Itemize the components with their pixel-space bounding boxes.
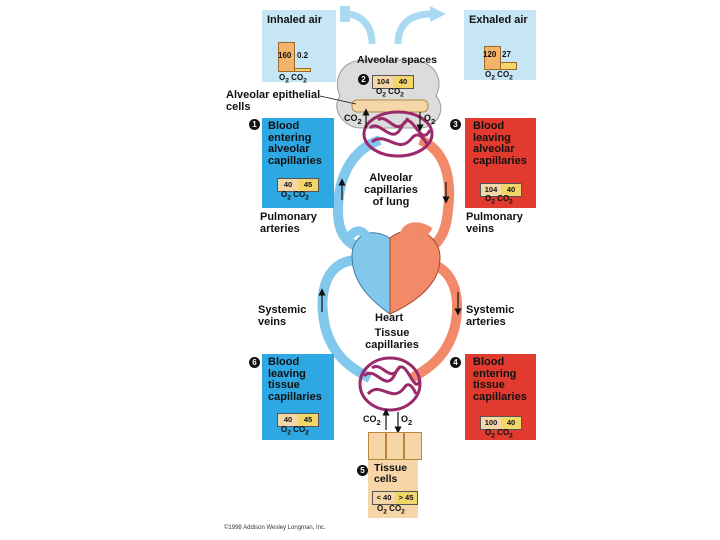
alveolar-capillary-mesh <box>368 117 432 147</box>
box3-gas-labels: O2 CO2 <box>485 194 513 206</box>
systemic-artery-vessel <box>409 257 463 383</box>
alveolar-epithelial-cells <box>351 99 429 113</box>
step-3-badge: 3 <box>450 119 461 130</box>
pulmonary-arteries-label: Pulmonary arteries <box>260 211 317 235</box>
alveolar-capillaries-label: Alveolar capillaries of lung <box>364 172 418 208</box>
tissue-capillary-mesh <box>362 364 422 396</box>
airflow-arrow-head <box>430 6 446 22</box>
box4-title: Blood entering tissue capillaries <box>473 356 527 403</box>
tissue-cells-gas-values: < 40> 45 <box>372 491 418 505</box>
pulmonary-vein-vessel <box>417 135 455 257</box>
step-2-badge: 2 <box>358 74 369 85</box>
pulmonary-veins-label: Pulmonary veins <box>466 211 523 235</box>
step-5-badge: 5 <box>357 465 368 476</box>
alveolar-epithelial-cells-label: Alveolar epithelial cells <box>226 89 321 113</box>
box4-gas-labels: O2 CO2 <box>485 428 513 440</box>
step-1-badge: 1 <box>249 119 260 130</box>
alveolar-o2-label: O2 <box>424 113 436 126</box>
copyright-notice: ©1998 Addison Wesley Longman, Inc. <box>224 525 326 531</box>
heart-left-side <box>389 229 441 315</box>
tissue-cells-gas-labels: O2 CO2 <box>377 504 405 516</box>
alveolar-capillary-bed <box>362 110 434 158</box>
step-6-badge: 6 <box>249 357 260 368</box>
box6-gas-labels: O2 CO2 <box>281 425 309 437</box>
tissue-co2-label: CO2 <box>363 414 381 427</box>
heart-right-side <box>351 232 391 315</box>
inhaled-o2-bar <box>278 42 295 72</box>
tissue-capillary-bed <box>358 356 422 412</box>
alveolar-co2-label: CO2 <box>344 113 362 126</box>
exhaled-co2-value: 27 <box>502 50 511 59</box>
inhaled-co2-value: 0.2 <box>297 51 309 60</box>
alveolar-gas-labels: O2 CO2 <box>376 87 404 99</box>
inhaled-gas-labels: O2 CO2 <box>279 73 307 85</box>
airflow-arrow-tail <box>340 6 350 22</box>
tissue-cells-title: Tissue cells <box>374 462 408 485</box>
tissue-cell-1 <box>368 432 386 460</box>
systemic-veins-label: Systemic veins <box>258 304 307 328</box>
exhaled-co2-bar <box>500 62 517 70</box>
airflow-arrow-out <box>394 10 433 45</box>
box3-title: Blood leaving alveolar capillaries <box>473 120 527 167</box>
box1-gas-labels: O2 CO2 <box>281 190 309 202</box>
vena-cava <box>346 226 375 248</box>
exhaled-air-title: Exhaled air <box>469 14 528 26</box>
systemic-arteries-label: Systemic arteries <box>466 304 515 328</box>
heart-label: Heart <box>375 312 404 324</box>
pulmonary-artery-vessel <box>332 135 382 253</box>
exhaled-air-panel: Exhaled air 120 27 O2 CO2 <box>464 10 536 82</box>
systemic-vein-vessel <box>317 255 373 383</box>
aorta-arch <box>398 222 433 247</box>
tissue-cell-3 <box>404 432 422 460</box>
epithelial-leader-line <box>319 95 357 105</box>
tissue-cell-2 <box>386 432 404 460</box>
exhaled-o2-value: 120 <box>483 50 497 59</box>
step-4-badge: 4 <box>450 357 461 368</box>
inhaled-air-panel: Inhaled air 160 0.2 O2 CO2 <box>262 10 336 85</box>
tissue-capillaries-label: Tissue capillaries <box>365 327 419 351</box>
tissue-o2-label: O2 <box>401 414 413 427</box>
inhaled-air-title: Inhaled air <box>267 14 323 26</box>
exhaled-o2-bar <box>484 46 501 70</box>
alveolar-spaces-label: Alveolar spaces <box>357 54 437 66</box>
exhaled-gas-labels: O2 CO2 <box>485 70 513 82</box>
tissue-cells-panel: Tissue cells < 40> 45 O2 CO2 <box>368 460 418 518</box>
inhaled-o2-value: 160 <box>278 51 292 60</box>
box6-title: Blood leaving tissue capillaries <box>268 356 322 403</box>
box1-title: Blood entering alveolar capillaries <box>268 120 322 167</box>
inhaled-co2-bar <box>294 68 311 72</box>
